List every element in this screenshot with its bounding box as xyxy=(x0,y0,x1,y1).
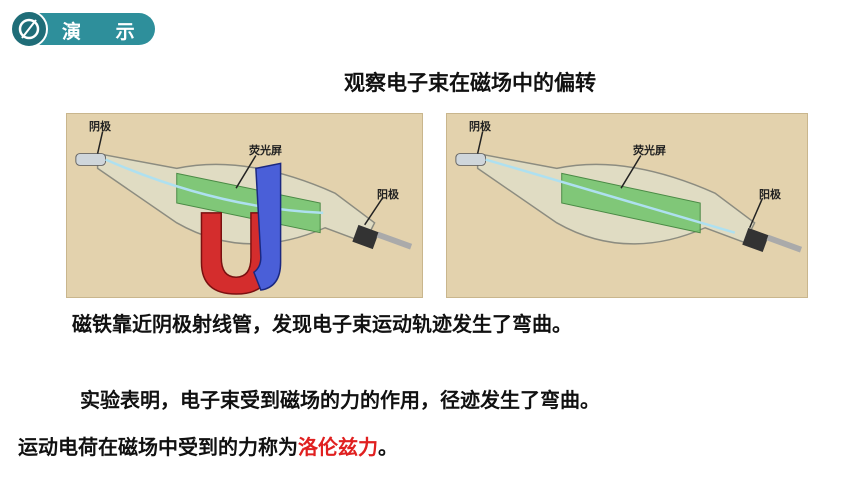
tube-with-magnet-illustration xyxy=(75,131,413,295)
definition-prefix: 运动电荷在磁场中受到的力称为 xyxy=(18,435,298,459)
screen-label: 荧光屏 xyxy=(633,144,666,157)
conclusion-text: 实验表明，电子束受到磁场的力的作用，径迹发生了弯曲。 xyxy=(80,388,600,412)
cathode-label: 阴极 xyxy=(89,120,111,133)
lorentz-force-term: 洛伦兹力 xyxy=(298,435,378,459)
badge-label: 演 示 xyxy=(62,21,149,43)
observation-text: 磁铁靠近阴极射线管，发现电子束运动轨迹发生了弯曲。 xyxy=(72,312,572,336)
demo-badge: 演 示 xyxy=(10,10,155,48)
definition-text: 运动电荷在磁场中受到的力称为洛伦兹力。 xyxy=(18,431,398,460)
cathode-label: 阴极 xyxy=(469,120,491,133)
tube-straight-beam-illustration xyxy=(455,131,803,253)
definition-suffix: 。 xyxy=(378,435,398,459)
image-tube-with-magnet: 阴极 荧光屏 阳极 xyxy=(66,113,423,298)
screen-label: 荧光屏 xyxy=(249,144,282,157)
badge-logo-icon xyxy=(10,10,48,48)
anode-label: 阳极 xyxy=(377,188,399,201)
page-title: 观察电子束在磁场中的偏转 xyxy=(344,71,596,95)
image-tube-straight-beam: 阴极 荧光屏 阳极 xyxy=(446,113,808,298)
anode-label: 阳极 xyxy=(759,188,781,201)
